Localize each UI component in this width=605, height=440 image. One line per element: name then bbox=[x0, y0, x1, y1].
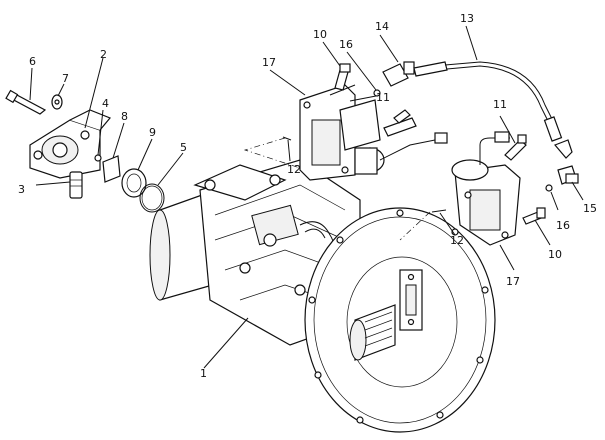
callout-12b: 12 bbox=[450, 234, 464, 247]
callout-labels: 1 2 3 4 5 6 7 8 9 10 10 11 11 12 12 13 1… bbox=[18, 12, 597, 380]
callout-3: 3 bbox=[18, 183, 25, 196]
callout-9: 9 bbox=[149, 126, 156, 139]
callout-14: 14 bbox=[375, 20, 389, 33]
leader-lines bbox=[29, 25, 584, 369]
callout-16b: 16 bbox=[556, 219, 570, 232]
callout-17a: 17 bbox=[262, 56, 276, 69]
bolts bbox=[282, 63, 553, 225]
callout-8: 8 bbox=[121, 110, 128, 123]
callout-11b: 11 bbox=[493, 98, 507, 111]
callout-5: 5 bbox=[180, 141, 187, 154]
callout-1: 1 bbox=[200, 367, 207, 380]
callout-17b: 17 bbox=[506, 275, 520, 288]
callout-10b: 10 bbox=[548, 248, 562, 261]
main-pump-assembly bbox=[149, 159, 496, 433]
callout-10a: 10 bbox=[313, 28, 327, 41]
small-parts bbox=[5, 89, 165, 213]
callout-15: 15 bbox=[583, 202, 597, 215]
callout-12a: 12 bbox=[287, 163, 301, 176]
callout-6: 6 bbox=[29, 55, 36, 68]
callout-13: 13 bbox=[460, 12, 474, 25]
pressure-sensor-and-tube bbox=[382, 61, 579, 185]
gear-pump bbox=[29, 109, 111, 179]
callout-2: 2 bbox=[100, 48, 107, 61]
callout-11a: 11 bbox=[376, 91, 390, 104]
callout-7: 7 bbox=[62, 72, 69, 85]
callout-4: 4 bbox=[102, 97, 109, 110]
callout-16a: 16 bbox=[339, 38, 353, 51]
regulator-valve-lower bbox=[451, 131, 521, 246]
regulator-valve-upper bbox=[299, 84, 448, 181]
